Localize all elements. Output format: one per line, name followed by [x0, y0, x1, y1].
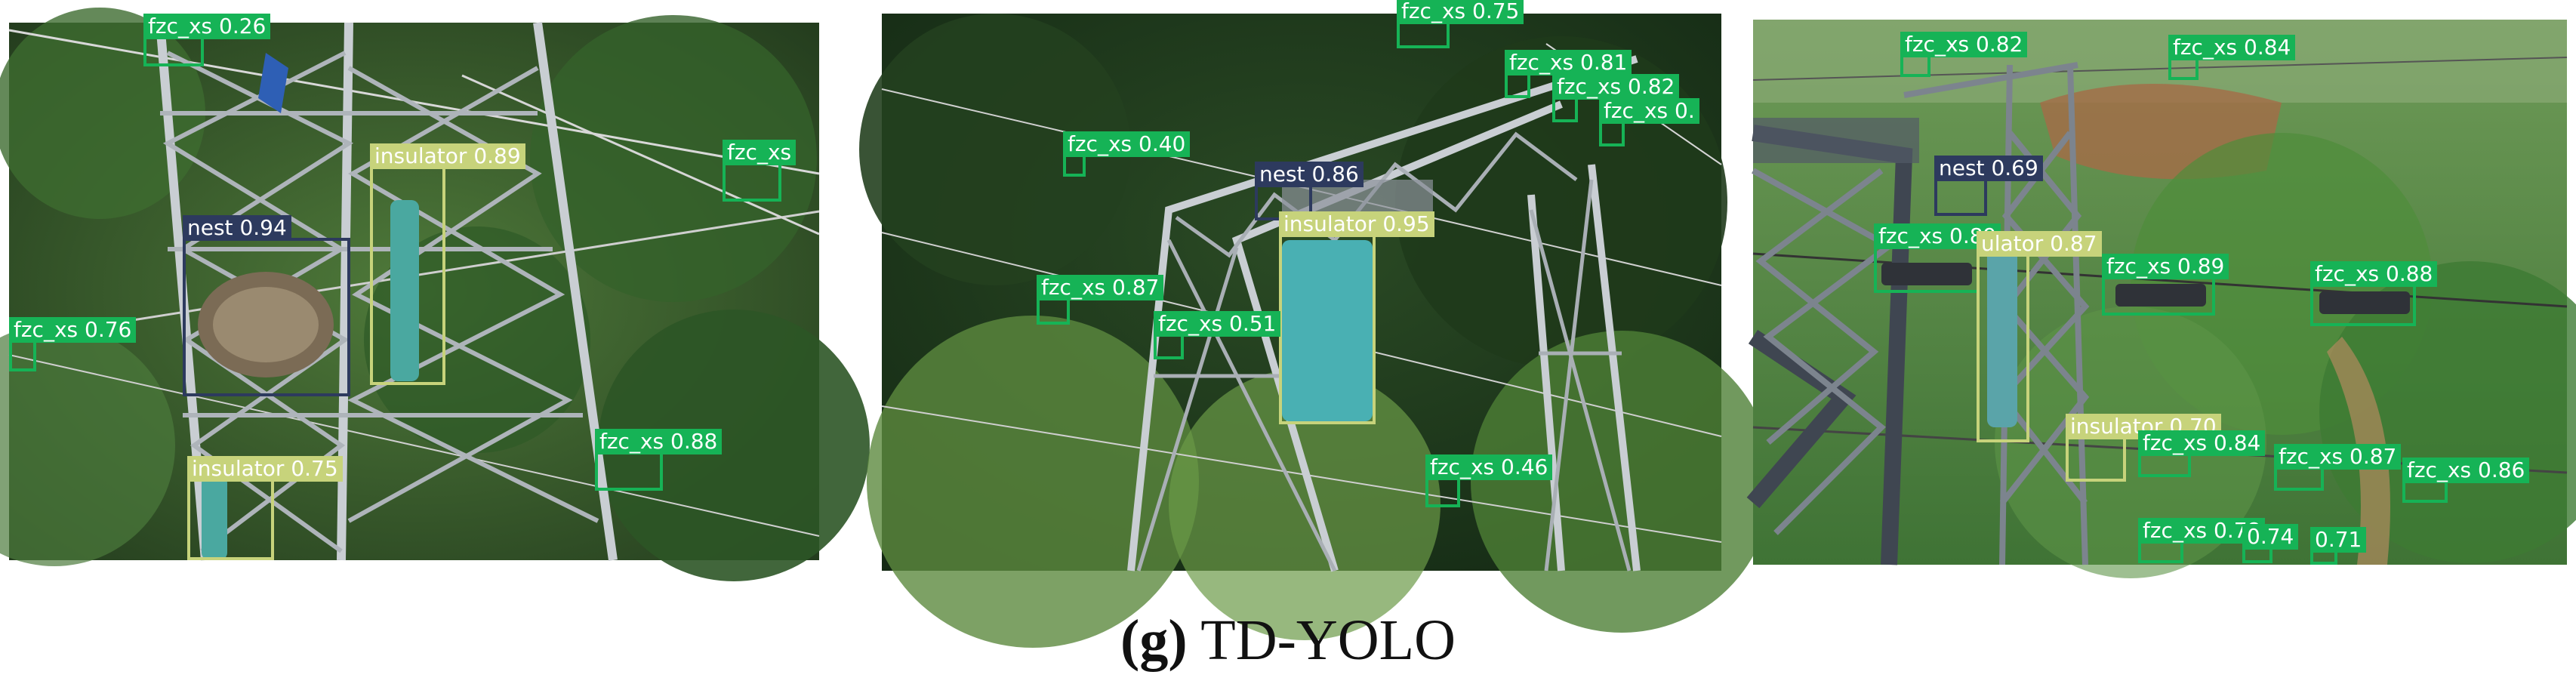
detection-label: insulator 0.95 — [1279, 211, 1434, 237]
detection-label: nest 0.86 — [1255, 162, 1363, 187]
detection-label: fzc_xs 0.76 — [9, 317, 137, 343]
detection-label: fzc_xs 0.26 — [143, 14, 271, 39]
detection-label: fzc_xs 0.82 — [1900, 32, 2028, 57]
detection-box: insulator 0.89 — [370, 143, 525, 385]
detection-label: fzc_xs 0.81 — [1505, 50, 1632, 75]
detection-box: nest 0.94 — [183, 215, 350, 396]
detection-label: insulator 0.89 — [370, 143, 525, 169]
detection-box: fzc_xs 0.87 — [1037, 275, 1164, 325]
detection-label: fzc_xs 0.46 — [1425, 454, 1553, 480]
detection-image-left: fzc_xs 0.26 fzc_xs insulator 0.89 nest 0… — [0, 8, 870, 581]
detection-box: fzc_xs 0.82 — [1552, 74, 1680, 122]
detection-label: fzc_xs 0. — [1599, 98, 1699, 124]
detection-box: 0.71 — [2310, 527, 2367, 565]
detection-label: fzc_xs 0.86 — [2402, 458, 2530, 483]
detection-label: fzc_xs 0.89 — [2102, 254, 2229, 279]
detection-label: nest 0.94 — [183, 215, 291, 241]
detection-box: fzc_xs 0.84 — [2168, 35, 2296, 80]
detection-label: fzc_xs 0.82 — [1552, 74, 1680, 100]
detection-box: fzc_xs 0. — [1599, 98, 1699, 146]
detection-label: fzc_xs — [723, 140, 797, 165]
detection-image-middle: fzc_xs 0.75 fzc_xs 0.81 fzc_xs 0.82 fzc_… — [859, 0, 1773, 648]
detection-box: insulator 0.70 — [2066, 414, 2221, 482]
detection-box: fzc_xs 0.87 — [2274, 444, 2402, 491]
detection-box: fzc_xs 0.86 — [2402, 458, 2530, 503]
detection-box: fzc_xs 0.84 — [2138, 430, 2266, 477]
caption-letter: (g) — [1120, 609, 1188, 672]
detection-label: fzc_xs 0.88 — [2310, 261, 2438, 287]
figure-caption: (g) TD-YOLO — [0, 604, 2576, 676]
detection-box: fzc_xs 0.81 — [1505, 50, 1632, 98]
detection-box: insulator 0.75 — [187, 456, 343, 560]
detection-box: ulator 0.87 — [1977, 231, 2102, 442]
detection-label: fzc_xs 0.84 — [2168, 35, 2296, 60]
tower-scene-left — [0, 8, 870, 581]
detection-label: ulator 0.87 — [1977, 231, 2102, 257]
detection-label: fzc_xs 0.88 — [595, 429, 723, 454]
detection-label: 0.74 — [2242, 524, 2299, 550]
detection-label: fzc_xs 0.84 — [2138, 430, 2266, 456]
detection-label: fzc_xs 0.51 — [1154, 311, 1281, 337]
detection-label: insulator 0.75 — [187, 456, 343, 482]
detection-label: fzc_xs 0.40 — [1063, 131, 1191, 157]
detection-label: 0.71 — [2310, 527, 2367, 553]
detection-box: fzc_xs 0.46 — [1425, 454, 1553, 507]
detection-label: nest 0.69 — [1934, 156, 2043, 181]
caption-text: TD-YOLO — [1200, 609, 1456, 672]
detection-box: fzc_xs 0.40 — [1063, 131, 1191, 177]
detection-box: nest 0.69 — [1934, 156, 2043, 216]
detection-box: insulator 0.95 — [1279, 211, 1434, 424]
detection-box: fzc_xs 0.76 — [9, 317, 137, 371]
detection-box: fzc_xs 0.51 — [1154, 311, 1281, 359]
detection-box: 0.74 — [2242, 524, 2299, 563]
detection-box: fzc_xs 0.78 — [2138, 518, 2266, 563]
detection-box: fzc_xs 0.26 — [143, 14, 271, 66]
detection-box: fzc_xs 0.82 — [1900, 32, 2028, 77]
detection-label: fzc_xs 0.87 — [2274, 444, 2402, 470]
detection-box: fzc_xs — [723, 140, 797, 202]
detection-box: fzc_xs 0.75 — [1397, 0, 1524, 48]
detection-box: fzc_xs 0.88 — [595, 429, 723, 491]
detection-box: fzc_xs 0.88 — [2310, 261, 2438, 326]
detection-image-right: fzc_xs 0.82 fzc_xs 0.84 nest 0.69 fzc_xs… — [1746, 20, 2576, 578]
detection-label: fzc_xs 0.87 — [1037, 275, 1164, 300]
detection-label: fzc_xs 0.75 — [1397, 0, 1524, 24]
detection-box: nest 0.86 — [1255, 162, 1363, 220]
detection-box: fzc_xs 0.89 — [1874, 223, 2001, 293]
detection-box: fzc_xs 0.89 — [2102, 254, 2229, 316]
